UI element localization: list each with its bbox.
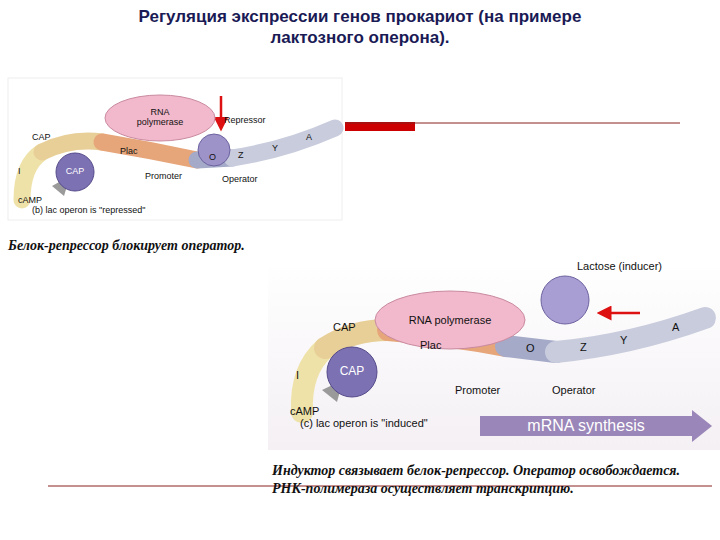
part-label: I <box>296 368 299 382</box>
protein-shape: Lactose (inducer) <box>540 275 590 325</box>
part-label: Operator <box>222 174 258 186</box>
ellipse-shape <box>105 95 215 141</box>
rule-line <box>345 123 680 124</box>
protein-shape: CAP <box>55 152 95 192</box>
protein-shape: RNA polymerase <box>104 94 216 142</box>
panel <box>268 262 720 450</box>
part-label: A <box>306 132 312 144</box>
part-label: Promoter <box>455 383 500 397</box>
caption-text: Индуктор связывает белок-репрессор. Опер… <box>272 462 716 498</box>
part-label: O <box>209 152 216 164</box>
part-label: CAP <box>333 320 356 334</box>
ellipse-shape <box>541 276 589 324</box>
ellipse-shape <box>327 347 377 397</box>
node-label: Lactose (inducer) <box>577 260 662 272</box>
part-label: (c) lac operon is "induced" <box>300 416 428 430</box>
node-label: CAP <box>340 365 365 378</box>
part-label: Z <box>580 340 587 354</box>
node-label: RNA polymerase <box>408 314 492 326</box>
part-label: Plac <box>420 338 441 352</box>
node-label: Repressor <box>224 116 266 126</box>
pointer-arrow <box>220 96 223 124</box>
ellipse-shape <box>198 134 230 166</box>
part-label: O <box>526 341 535 355</box>
part-label: Operator <box>552 383 595 397</box>
node-label: CAP <box>66 167 85 177</box>
part-label: Y <box>620 333 627 347</box>
caption-text: Белок-репрессор блокирует оператор. <box>8 237 368 255</box>
part-label: Plac <box>120 146 138 158</box>
part-label: A <box>672 320 679 334</box>
arrow-band: mRNA synthesis <box>480 410 712 442</box>
protein-shape: RNA polymerase <box>374 290 526 350</box>
node-label: RNA polymerase <box>129 108 191 128</box>
part-label: cAMP <box>290 404 319 418</box>
part-label: CAP <box>32 132 51 144</box>
arrow-shape <box>480 410 712 442</box>
part-label: (b) lac operon is "repressed" <box>32 205 145 217</box>
pointer-arrow <box>604 312 640 315</box>
part-label: Z <box>238 150 244 162</box>
part-label: cAMP <box>18 195 42 207</box>
title: Регуляция экспрессии генов прокариот (на… <box>110 6 610 49</box>
protein-shape: CAP <box>326 346 378 398</box>
node-label: mRNA synthesis <box>527 417 644 435</box>
ellipse-shape <box>375 291 525 349</box>
part-label: Y <box>272 143 278 155</box>
panel <box>8 78 342 220</box>
shape-outline <box>540 275 590 325</box>
part-label: I <box>18 166 21 178</box>
ellipse-shape <box>56 153 94 191</box>
part-label: Promoter <box>145 171 182 183</box>
